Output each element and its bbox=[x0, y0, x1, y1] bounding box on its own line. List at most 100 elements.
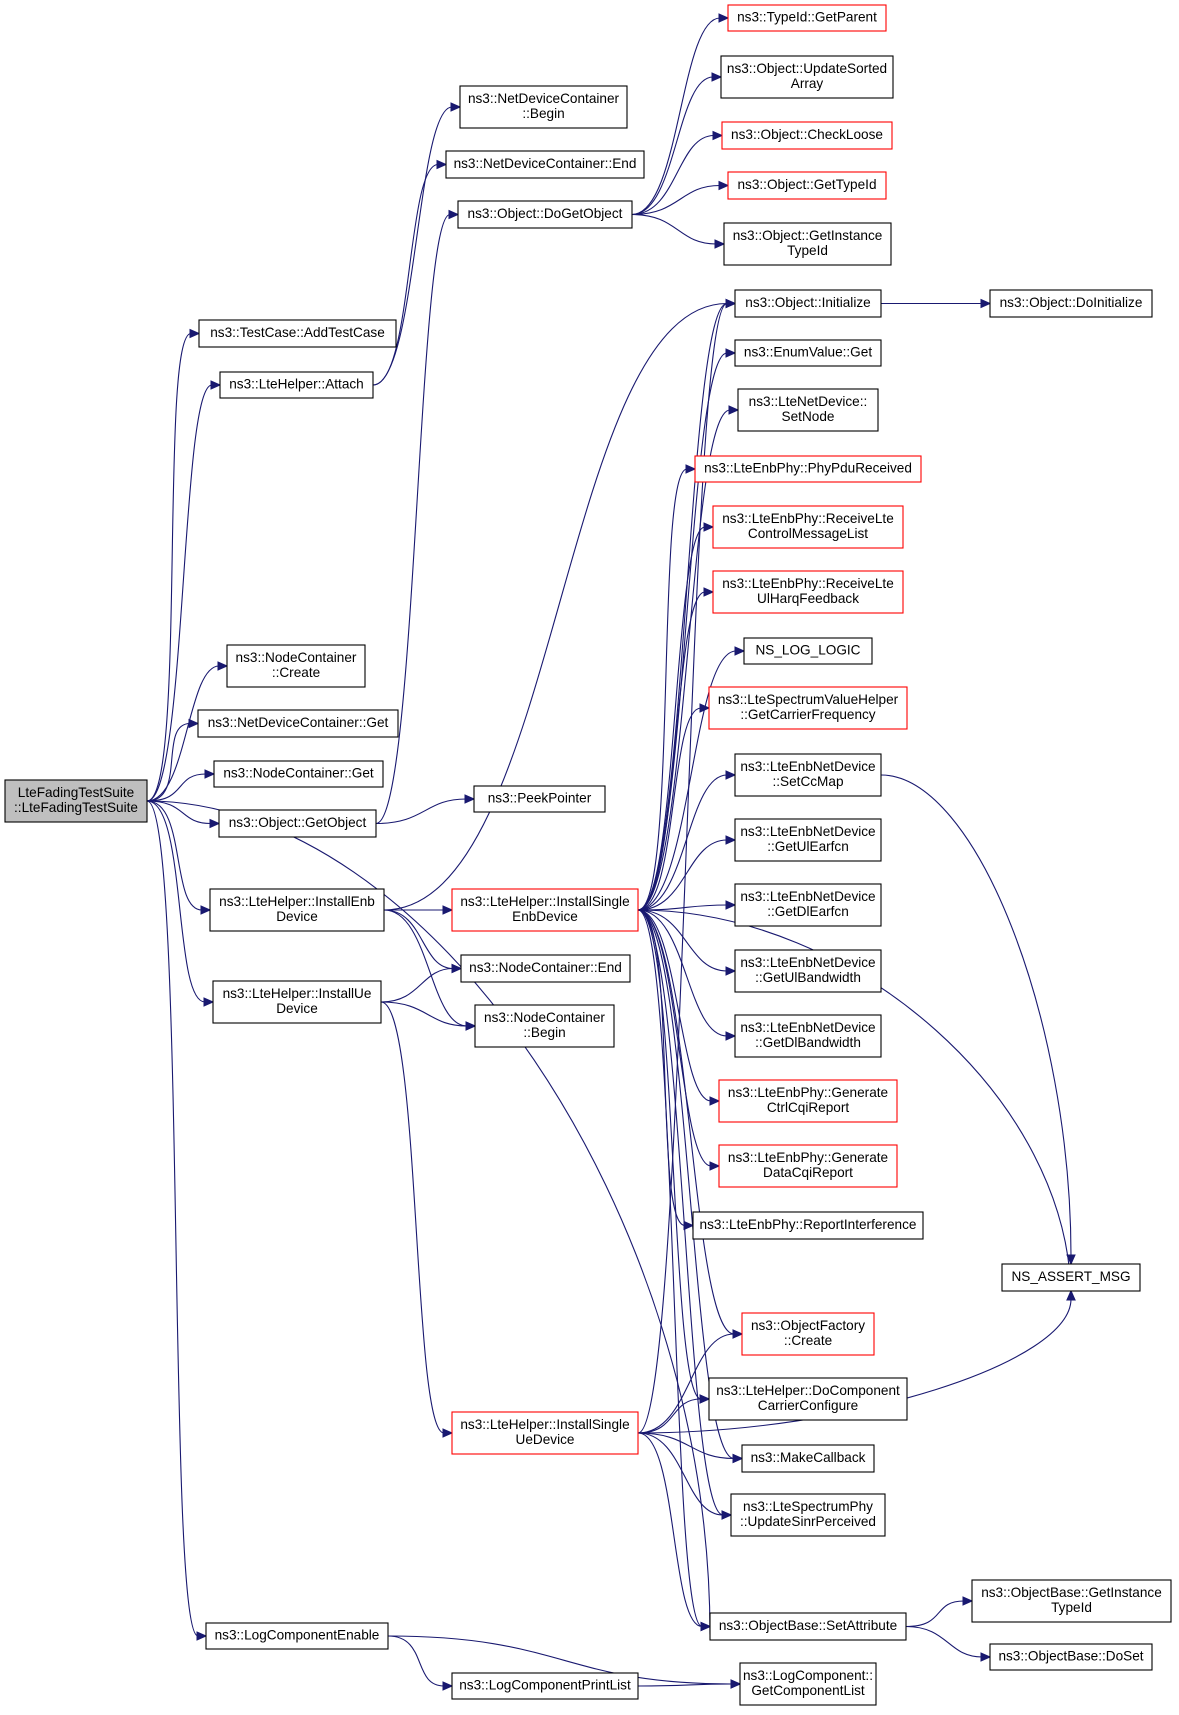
edge-ltehelper_installsingleenbdevice-to-lteenbnetdevice_getulbandwidth bbox=[637, 909, 737, 976]
edge-line bbox=[637, 909, 728, 1037]
node-box bbox=[212, 980, 382, 1024]
node-lteenbnetdevice-getulearfcn[interactable]: ns3::LteEnbNetDevice::GetUlEarfcn bbox=[734, 818, 882, 862]
node-testcase-addtestcase[interactable]: ns3::TestCase::AddTestCase bbox=[198, 319, 397, 348]
edge-line bbox=[637, 591, 706, 911]
edge-arrowhead bbox=[725, 348, 737, 358]
node-box bbox=[734, 949, 882, 993]
edge-line bbox=[880, 774, 1072, 1257]
edge-line bbox=[637, 909, 703, 1628]
node-box bbox=[213, 760, 384, 788]
node-lteenbnetdevice-getdlearfcn[interactable]: ns3::LteEnbNetDevice::GetDlEarfcn bbox=[734, 883, 882, 927]
edge-line bbox=[383, 909, 468, 1027]
node-label-line: ns3::LogComponentEnable bbox=[215, 1628, 380, 1643]
node-label-line: LteFadingTestSuite bbox=[18, 785, 134, 800]
edge-lte_fading_test_suite-to-testcase_addtestcase bbox=[146, 328, 201, 802]
node-ns-assert-msg[interactable]: NS_ASSERT_MSG bbox=[1001, 1263, 1141, 1292]
node-label-line: ::Begin bbox=[523, 1025, 565, 1040]
node-lte-fading-test-suite[interactable]: LteFadingTestSuite::LteFadingTestSuite bbox=[4, 779, 148, 823]
node-logcomponent-getcomponentlist[interactable]: ns3::LogComponent::GetComponentList bbox=[739, 1662, 877, 1706]
edge-line bbox=[387, 1635, 445, 1687]
edge-arrowhead bbox=[217, 661, 229, 671]
node-ltenetdevice-setnode[interactable]: ns3::LteNetDevice::SetNode bbox=[737, 388, 879, 432]
node-box bbox=[198, 319, 397, 348]
node-box bbox=[734, 339, 882, 367]
node-object-dogetobject[interactable]: ns3::Object::DoGetObject bbox=[457, 200, 633, 229]
node-label-line: UlHarqFeedback bbox=[757, 591, 859, 606]
node-label-line: EnbDevice bbox=[512, 909, 578, 924]
node-object-getobject[interactable]: ns3::Object::GetObject bbox=[218, 809, 377, 838]
node-lteenbnetdevice-getulbandwidth[interactable]: ns3::LteEnbNetDevice::GetUlBandwidth bbox=[734, 949, 882, 993]
node-lteenbphy-receivectrl[interactable]: ns3::LteEnbPhy::ReceiveLteControlMessage… bbox=[712, 505, 904, 549]
node-label-line: Array bbox=[791, 76, 824, 91]
edge-ltehelper_installsingleenbdevice-to-lteenbphy_receiveulharq bbox=[637, 587, 715, 911]
node-nodecontainer-begin[interactable]: ns3::NodeContainer::Begin bbox=[474, 1004, 615, 1048]
node-peekpointer[interactable]: ns3::PeekPointer bbox=[473, 785, 606, 813]
edge-lte_fading_test_suite-to-ltehelper_installuedevice bbox=[146, 800, 215, 1007]
node-objectbase-doset[interactable]: ns3::ObjectBase::DoSet bbox=[989, 1643, 1153, 1671]
node-label-line: ns3::NetDeviceContainer::Get bbox=[208, 715, 389, 730]
node-box bbox=[451, 1411, 639, 1455]
node-netdevicecontainer-end[interactable]: ns3::NetDeviceContainer::End bbox=[445, 150, 645, 179]
edge-arrowhead bbox=[436, 159, 448, 170]
node-object-initialize[interactable]: ns3::Object::Initialize bbox=[734, 289, 882, 318]
node-label-line: ns3::LteHelper::InstallEnb bbox=[219, 894, 375, 909]
node-box bbox=[734, 818, 882, 862]
node-label-line: ns3::LteHelper::DoComponent bbox=[716, 1383, 900, 1398]
edge-line bbox=[637, 650, 737, 911]
node-label-line: ::Create bbox=[272, 665, 320, 680]
node-object-doinitialize[interactable]: ns3::Object::DoInitialize bbox=[989, 289, 1153, 318]
node-label-line: ns3::LteEnbPhy::ReportInterference bbox=[700, 1217, 917, 1232]
node-box bbox=[197, 709, 399, 738]
node-ns-log-logic[interactable]: NS_LOG_LOGIC bbox=[743, 637, 873, 665]
node-ltespectrumvaluehelper-getcarrierfrequency[interactable]: ns3::LteSpectrumValueHelper::GetCarrierF… bbox=[708, 686, 908, 730]
node-ltehelper-attach[interactable]: ns3::LteHelper::Attach bbox=[219, 371, 374, 399]
node-object-gettypeid[interactable]: ns3::Object::GetTypeId bbox=[727, 171, 887, 200]
node-logcomponentprintlist[interactable]: ns3::LogComponentPrintList bbox=[451, 1672, 639, 1700]
node-netdevicecontainer-get[interactable]: ns3::NetDeviceContainer::Get bbox=[197, 709, 399, 738]
node-objectfactory-create[interactable]: ns3::ObjectFactory::Create bbox=[741, 1312, 875, 1356]
edge-ltehelper_installsingleuedevice-to-objectfactory_create bbox=[637, 1329, 744, 1434]
node-ltehelper-docomponentcarrierconfigure[interactable]: ns3::LteHelper::DoComponentCarrierConfig… bbox=[708, 1377, 908, 1421]
edge-arrowhead bbox=[209, 818, 221, 829]
node-nodecontainer-end[interactable]: ns3::NodeContainer::End bbox=[460, 954, 631, 983]
edge-arrowhead bbox=[732, 1329, 744, 1339]
node-netdevicecontainer-begin[interactable]: ns3::NetDeviceContainer::Begin bbox=[459, 85, 628, 129]
edge-line bbox=[637, 526, 706, 911]
node-makecallback[interactable]: ns3::MakeCallback bbox=[741, 1444, 875, 1473]
edge-ltehelper_installsingleenbdevice-to-lteenbphy_generatectrlcqireport bbox=[637, 909, 721, 1106]
node-logcomponentenable[interactable]: ns3::LogComponentEnable bbox=[205, 1622, 389, 1650]
node-box bbox=[718, 1144, 898, 1188]
node-enumvalue-get[interactable]: ns3::EnumValue::Get bbox=[734, 339, 882, 367]
node-label-line: ns3::Object::GetTypeId bbox=[737, 177, 876, 192]
node-box bbox=[209, 888, 385, 932]
node-lteenbphy-phypdureceived[interactable]: ns3::LteEnbPhy::PhyPduReceived bbox=[694, 455, 922, 483]
node-typeid-getparent[interactable]: ns3::TypeId::GetParent bbox=[727, 4, 887, 32]
node-label-line: ns3::LteEnbNetDevice bbox=[740, 889, 875, 904]
edge-line bbox=[387, 1635, 733, 1685]
node-nodecontainer-get[interactable]: ns3::NodeContainer::Get bbox=[213, 760, 384, 788]
node-label-line: DataCqiReport bbox=[763, 1165, 853, 1180]
node-lteenbphy-reportinterference[interactable]: ns3::LteEnbPhy::ReportInterference bbox=[692, 1211, 924, 1240]
node-label-line: ::SetCcMap bbox=[772, 774, 843, 789]
node-label-line: ns3::Object::GetInstance bbox=[733, 228, 883, 243]
edge-line bbox=[637, 1432, 735, 1460]
node-label-line: ns3::LogComponentPrintList bbox=[459, 1678, 631, 1693]
edge-lte_fading_test_suite-to-ltehelper_attach bbox=[146, 380, 222, 802]
node-box bbox=[989, 1643, 1153, 1671]
node-nodecontainer-create[interactable]: ns3::NodeContainer::Create bbox=[226, 644, 366, 688]
node-object-checkloose[interactable]: ns3::Object::CheckLoose bbox=[721, 121, 893, 150]
node-ltespectrumphy-updatesinrperceived[interactable]: ns3::LteSpectrumPhy::UpdateSinrPerceived bbox=[730, 1493, 886, 1537]
node-lteenbnetdevice-setccmap[interactable]: ns3::LteEnbNetDevice::SetCcMap bbox=[734, 753, 882, 797]
node-lteenbnetdevice-getdlbandwidth[interactable]: ns3::LteEnbNetDevice::GetDlBandwidth bbox=[734, 1014, 882, 1058]
node-objectbase-setattribute[interactable]: ns3::ObjectBase::SetAttribute bbox=[709, 1612, 907, 1641]
